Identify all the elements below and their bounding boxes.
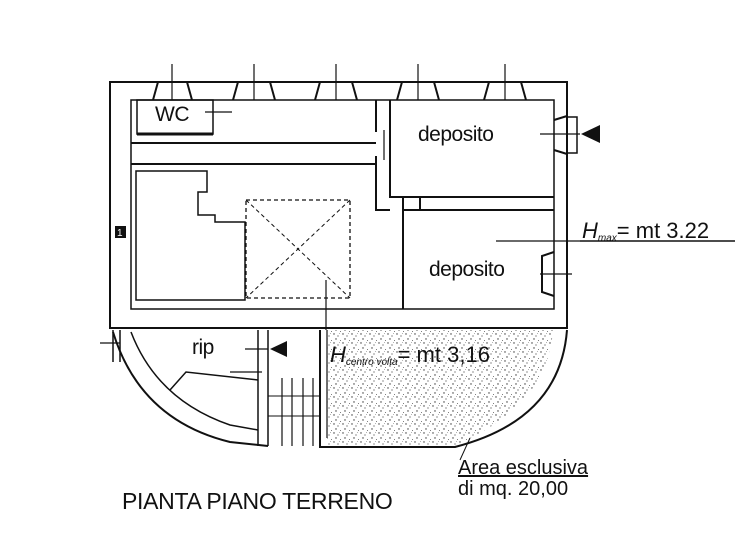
exclusive-area-boundary — [319, 329, 568, 448]
room-label-deposito-bottom: deposito — [429, 258, 505, 281]
void-area — [245, 199, 351, 299]
room-label-deposito-top: deposito — [418, 123, 494, 146]
height-max-value: = mt 3.22 — [616, 218, 710, 243]
stair-marker-label: 1 — [117, 228, 123, 239]
area-note-line1: Area esclusiva — [458, 457, 589, 479]
exclusive-area-shading — [327, 330, 553, 447]
height-max-label: Hmax= mt 3.22 — [582, 220, 709, 244]
door-frame — [566, 116, 578, 154]
height-cv-symbol: H — [330, 342, 346, 367]
area-note-line2: di mq. 20,00 — [458, 478, 569, 500]
stair-marker — [115, 226, 126, 238]
height-centro-volta-label: Hcentro volta= mt 3,16 — [330, 344, 490, 368]
inner-wall — [130, 99, 555, 310]
height-cv-subscript: centro volta — [345, 357, 398, 368]
room-label-wc: WC — [155, 103, 190, 126]
height-max-symbol: H — [582, 218, 598, 243]
height-max-subscript: max — [597, 233, 617, 244]
area-note: Area esclusiva di mq. 20,00 — [458, 458, 588, 500]
room-label-rip: rip — [192, 336, 214, 359]
entrance-arrow-icon — [270, 341, 287, 357]
room-outline — [135, 170, 246, 301]
entrance-arrow-icon — [581, 125, 600, 143]
plan-title: PIANTA PIANO TERRENO — [122, 488, 393, 514]
height-cv-value: = mt 3,16 — [397, 342, 490, 367]
curved-outer-wall — [112, 331, 269, 447]
window-bay — [553, 114, 568, 156]
